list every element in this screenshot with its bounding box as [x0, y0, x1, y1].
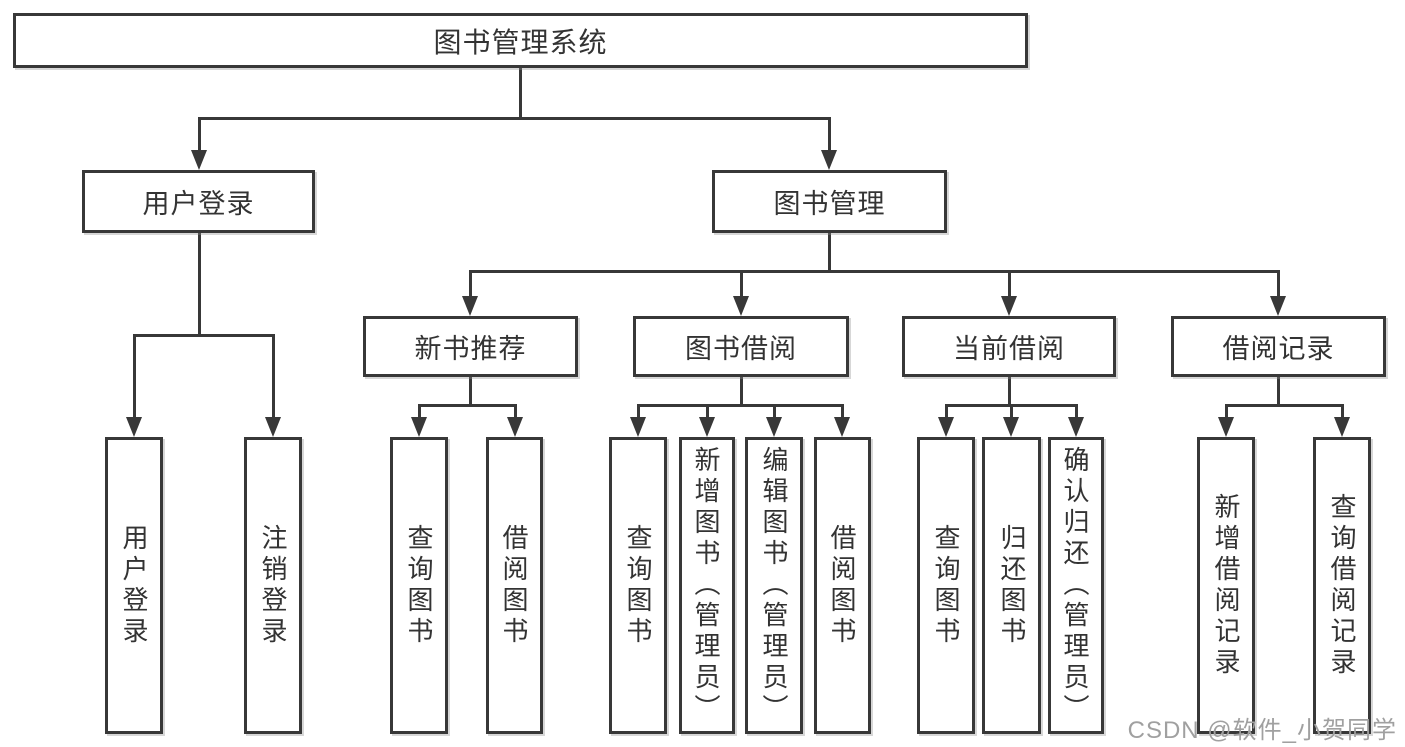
arrowhead-down-icon [699, 417, 715, 437]
connector-drop-shaft [197, 118, 201, 156]
arrowhead-down-icon [265, 417, 281, 437]
connector-drop-shaft [468, 271, 472, 302]
leaf-add-book-admin: 新增图书（管理员） [679, 437, 735, 734]
connector-vline [197, 233, 201, 335]
connector-hline [636, 403, 844, 407]
connector-drop-shaft [1276, 271, 1280, 302]
connector-hline [468, 269, 1280, 273]
connector-drop-shaft [417, 405, 421, 423]
connector-vline [468, 377, 472, 405]
connector-vline [518, 68, 522, 118]
connector-drop-shaft [827, 118, 831, 156]
leaf-query-books-recommend: 查询图书 [390, 437, 448, 734]
leaf-query-borrow-record: 查询借阅记录 [1313, 437, 1371, 734]
connector-vline [827, 233, 831, 271]
arrowhead-down-icon [1003, 417, 1019, 437]
connector-hline [417, 403, 517, 407]
connector-drop-shaft [705, 405, 709, 423]
arrowhead-down-icon [1218, 417, 1234, 437]
leaf-return-book: 归还图书 [982, 437, 1041, 734]
node-book-borrow: 图书借阅 [633, 316, 849, 377]
connector-vline [1276, 377, 1280, 405]
arrowhead-down-icon [411, 417, 427, 437]
leaf-add-borrow-record: 新增借阅记录 [1197, 437, 1255, 734]
arrowhead-down-icon [821, 150, 837, 170]
connector-vline [1007, 377, 1011, 405]
connector-drop-shaft [1009, 405, 1013, 423]
arrowhead-down-icon [766, 417, 782, 437]
connector-drop-shaft [739, 271, 743, 302]
connector-drop-shaft [513, 405, 517, 423]
leaf-confirm-return-admin: 确认归还（管理员） [1048, 437, 1104, 734]
node-new-book-recommend: 新书推荐 [363, 316, 578, 377]
connector-hline [132, 333, 275, 337]
arrowhead-down-icon [1270, 296, 1286, 316]
leaf-borrow-books-recommend: 借阅图书 [486, 437, 543, 734]
leaf-borrow-books: 借阅图书 [814, 437, 871, 734]
arrowhead-down-icon [462, 296, 478, 316]
connector-drop-shaft [772, 405, 776, 423]
leaf-query-books-borrow: 查询图书 [609, 437, 667, 734]
node-book-management: 图书管理 [712, 170, 947, 233]
leaf-logout: 注销登录 [244, 437, 302, 734]
node-library-management-system: 图书管理系统 [13, 13, 1028, 68]
arrowhead-down-icon [126, 417, 142, 437]
connector-drop-shaft [1224, 405, 1228, 423]
arrowhead-down-icon [507, 417, 523, 437]
arrowhead-down-icon [834, 417, 850, 437]
node-borrow-records: 借阅记录 [1171, 316, 1386, 377]
connector-drop-shaft [840, 405, 844, 423]
arrowhead-down-icon [938, 417, 954, 437]
connector-hline [197, 116, 831, 120]
arrowhead-down-icon [733, 296, 749, 316]
leaf-edit-book-admin: 编辑图书（管理员） [745, 437, 803, 734]
arrowhead-down-icon [1001, 296, 1017, 316]
connector-drop-shaft [1007, 271, 1011, 302]
leaf-query-books-current: 查询图书 [917, 437, 975, 734]
connector-drop-shaft [636, 405, 640, 423]
arrowhead-down-icon [1334, 417, 1350, 437]
connector-vline [739, 377, 743, 405]
arrowhead-down-icon [191, 150, 207, 170]
connector-drop-shaft [1340, 405, 1344, 423]
node-user-login: 用户登录 [82, 170, 315, 233]
connector-drop-shaft [1074, 405, 1078, 423]
arrowhead-down-icon [630, 417, 646, 437]
connector-drop-shaft [132, 335, 136, 423]
leaf-user-login: 用户登录 [105, 437, 163, 734]
connector-hline [1224, 403, 1344, 407]
connector-drop-shaft [271, 335, 275, 423]
node-current-borrow: 当前借阅 [902, 316, 1116, 377]
csdn-watermark: CSDN @软件_小贺同学 [1127, 717, 1397, 744]
arrowhead-down-icon [1068, 417, 1084, 437]
connector-drop-shaft [944, 405, 948, 423]
